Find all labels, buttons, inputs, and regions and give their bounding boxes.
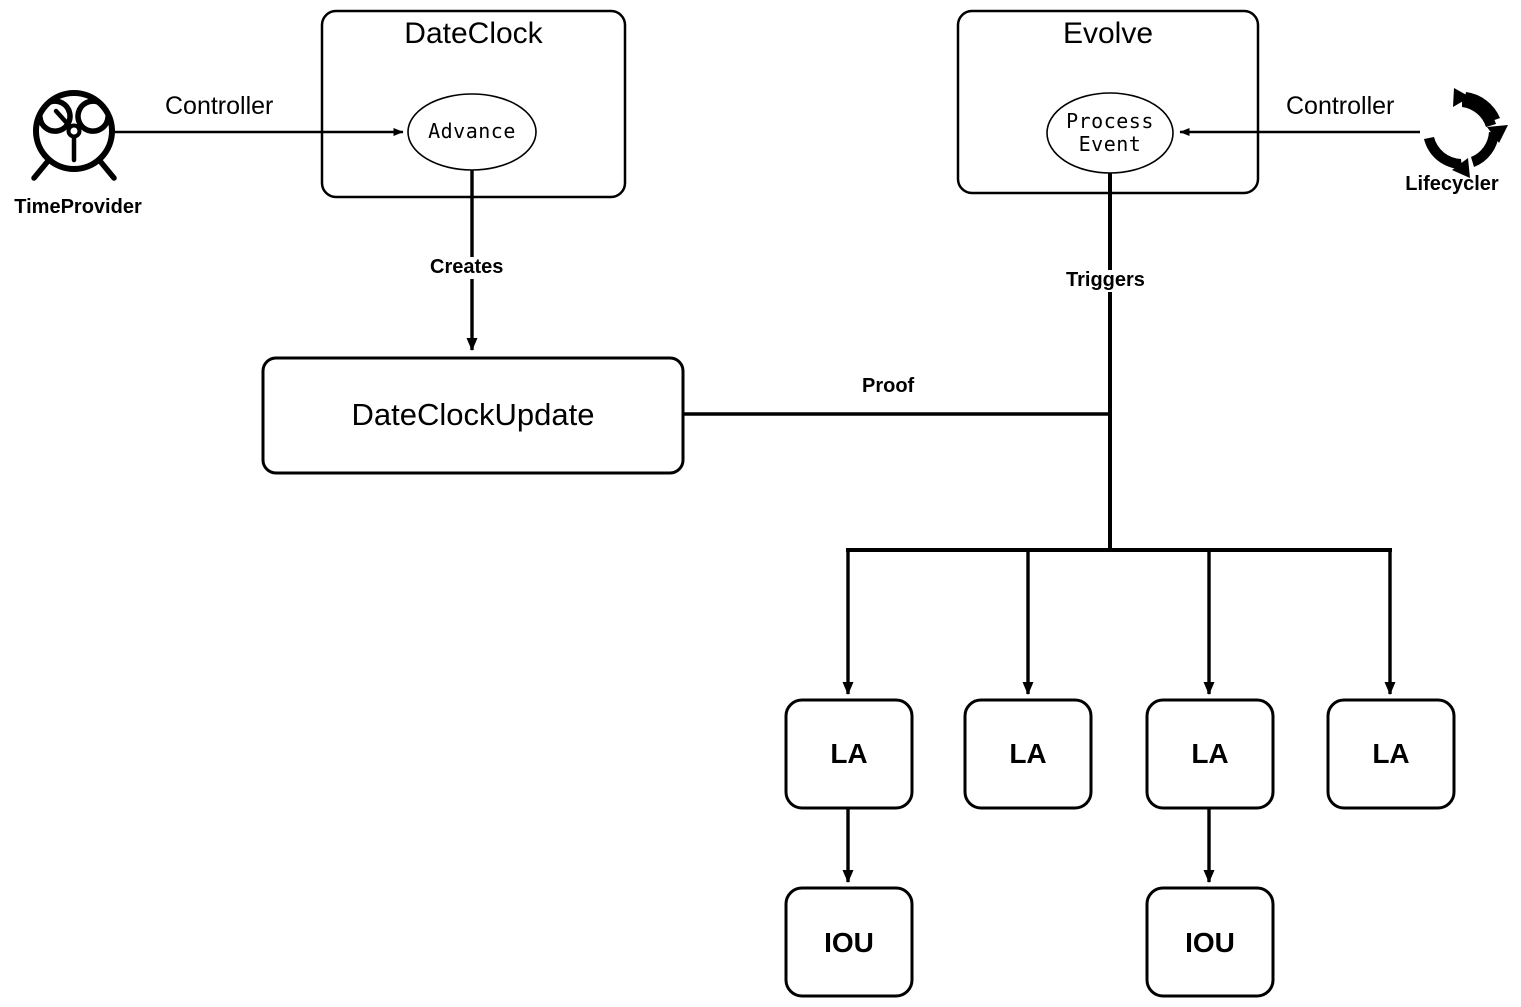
choice-process-event-label-line1: Process — [1066, 109, 1154, 133]
container-dateclock-title: DateClock — [404, 17, 543, 50]
node-iou-1-label: IOU — [824, 927, 874, 958]
node-la-2-box[interactable] — [963, 698, 1093, 810]
node-iou-1-box[interactable] — [784, 886, 914, 998]
container-evolve-title: Evolve — [1062, 17, 1154, 50]
node-iou-2-label: IOU — [1185, 927, 1235, 958]
contract-dateclockupdate-label: DateClockUpdate — [351, 397, 595, 432]
actor-time-provider-label: TimeProvider — [14, 196, 142, 218]
alarm-clock-icon — [31, 90, 117, 181]
edge-label-proof: Proof — [857, 375, 920, 398]
node-la-2-label: LA — [1009, 738, 1047, 769]
cycle-arrows-icon — [1424, 88, 1508, 178]
edge-label-controller-right: Controller — [1281, 93, 1400, 120]
node-la-4-box[interactable] — [1326, 698, 1456, 810]
node-iou-2-box[interactable] — [1145, 886, 1275, 998]
choice-process-event-label-line2: Event — [1078, 132, 1142, 156]
edge-label-creates: Creates — [425, 256, 509, 279]
node-la-1-label: LA — [830, 738, 868, 769]
choice-advance-label: Advance — [428, 119, 516, 143]
node-la-3-label: LA — [1191, 738, 1229, 769]
edge-label-triggers: Triggers — [1061, 269, 1150, 292]
node-la-4-label: LA — [1372, 738, 1410, 769]
actor-lifecycler-label: Lifecycler — [1405, 173, 1499, 195]
edge-label-controller-left: Controller — [160, 93, 279, 120]
